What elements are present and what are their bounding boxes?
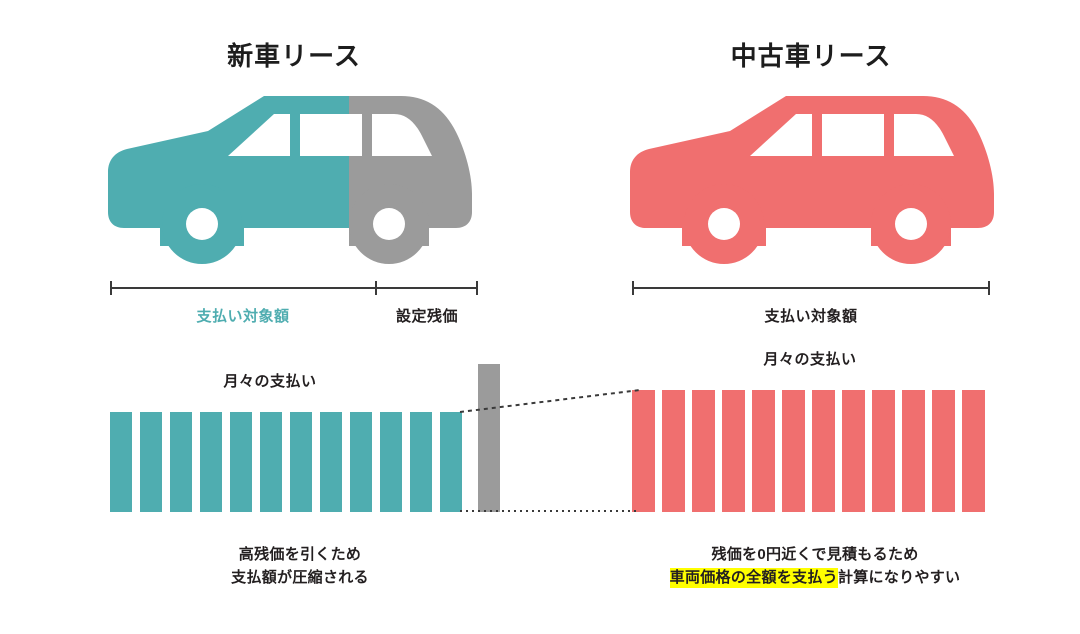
bar-monthly-payment-right bbox=[932, 390, 955, 512]
bar-monthly-payment-left bbox=[440, 412, 462, 512]
bar-monthly-payment-left bbox=[410, 412, 432, 512]
caption-right-line-2: 車両価格の全額を支払う計算になりやすい bbox=[640, 566, 990, 589]
car-illustration-left bbox=[104, 84, 484, 264]
caption-left: 高残価を引くため 支払額が圧縮される bbox=[150, 543, 450, 590]
panel-title-right: 中古車リース bbox=[730, 41, 892, 71]
car-left-wheel-hubs bbox=[186, 208, 405, 240]
bar-monthly-payment-right bbox=[722, 390, 745, 512]
bar-monthly-payment-left bbox=[350, 412, 372, 512]
monthly-payment-label-right: 月々の支払い bbox=[763, 351, 857, 368]
caption-right: 残価を0円近くで見積もるため 車両価格の全額を支払う計算になりやすい bbox=[640, 543, 990, 590]
bar-monthly-payment-right bbox=[902, 390, 925, 512]
bar-monthly-payment-right bbox=[752, 390, 775, 512]
caption-right-line-1: 残価を0円近くで見積もるため bbox=[711, 546, 919, 563]
bar-monthly-payment-left bbox=[200, 412, 222, 512]
bracket-label-payment-amount-right: 支払い対象額 bbox=[764, 308, 858, 325]
bar-monthly-payment-left bbox=[260, 412, 282, 512]
caption-left-line-2: 支払額が圧縮される bbox=[231, 569, 369, 587]
bar-monthly-payment-right bbox=[842, 390, 865, 512]
panel-title-left: 新車リース bbox=[227, 41, 361, 71]
bar-monthly-payment-left bbox=[230, 412, 252, 512]
bar-monthly-payment-left bbox=[320, 412, 342, 512]
bar-monthly-payment-left bbox=[170, 412, 192, 512]
car-right-wheel-hubs bbox=[708, 208, 927, 240]
bar-monthly-payment-right bbox=[692, 390, 715, 512]
bar-monthly-payment-left bbox=[290, 412, 312, 512]
bar-monthly-payment-right bbox=[782, 390, 805, 512]
car-right-windows bbox=[750, 114, 954, 156]
monthly-payment-label-left: 月々の支払い bbox=[223, 373, 317, 390]
bar-chart-left bbox=[110, 360, 500, 512]
bar-monthly-payment-left bbox=[110, 412, 132, 512]
bar-monthly-payment-right bbox=[662, 390, 685, 512]
bar-monthly-payment-left bbox=[140, 412, 162, 512]
caption-right-line-2-tail: 計算になりやすい bbox=[837, 569, 961, 587]
measure-bracket-right bbox=[632, 281, 990, 297]
bar-chart-right bbox=[632, 360, 992, 512]
bracket-label-residual-value: 設定残価 bbox=[395, 308, 458, 325]
bar-monthly-payment-right bbox=[872, 390, 895, 512]
bar-monthly-payment-right bbox=[632, 390, 655, 512]
car-left-windows bbox=[228, 114, 432, 156]
caption-left-line-1: 高残価を引くため bbox=[238, 546, 362, 563]
bar-monthly-payment-right bbox=[812, 390, 835, 512]
bar-residual-value bbox=[478, 364, 500, 512]
bracket-label-payment-amount-left: 支払い対象額 bbox=[196, 308, 290, 325]
caption-right-highlight: 車両価格の全額を支払う bbox=[669, 568, 838, 589]
bar-monthly-payment-right bbox=[962, 390, 985, 512]
bar-monthly-payment-left bbox=[380, 412, 402, 512]
car-illustration-right bbox=[626, 84, 1006, 264]
measure-bracket-left bbox=[110, 281, 478, 297]
